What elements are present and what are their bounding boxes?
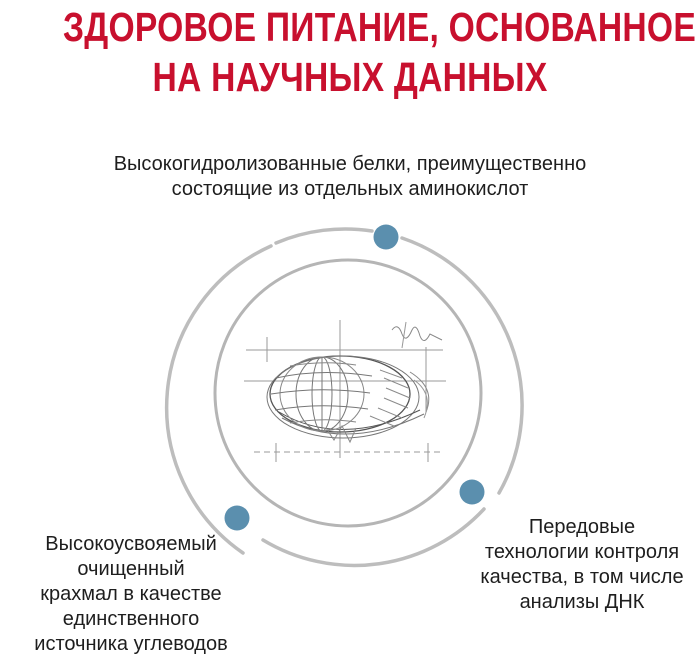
caption-starch-line-2: очищенный (77, 558, 185, 580)
caption-starch-line-3: крахмал в качестве (40, 583, 222, 605)
caption-quality-line-3: качества, в том числе (480, 566, 684, 588)
marker-dot-icon (224, 505, 250, 531)
caption-proteins-line-1: Высокогидролизованные белки, преимуществ… (113, 153, 587, 175)
caption-quality-line-1: Передовые (528, 516, 636, 538)
caption-starch: Высокоусвояемый очищенный крахмал в каче… (12, 532, 250, 657)
caption-proteins-line-2: состоящие из отдельных аминокислот (171, 178, 529, 200)
caption-starch-line-4: единственного (62, 608, 200, 630)
caption-quality-line-2: технологии контроля (484, 541, 680, 563)
caption-quality: Передовые технологии контроля качества, … (464, 515, 700, 615)
headline-line-1: ЗДОРОВОЕ ПИТАНИЕ, ОСНОВАННОЕ (63, 4, 697, 50)
outer-ring-arc-upper (164, 244, 273, 555)
marker-dot-icon (459, 479, 485, 505)
kibble-sketch-icon (244, 320, 446, 462)
caption-quality-line-4: анализы ДНК (519, 591, 645, 613)
page-headline: ЗДОРОВОЕ ПИТАНИЕ, ОСНОВАННОЕ НА НАУЧНЫХ … (63, 2, 697, 102)
outer-ring-arc-bottom (261, 507, 486, 568)
outer-ring-arc-right (400, 236, 524, 495)
headline-line-2: НА НАУЧНЫХ ДАННЫХ (152, 54, 548, 100)
inner-ring (213, 258, 483, 528)
outer-ring-arc-top (274, 227, 374, 245)
caption-starch-line-5: источника углеводов (34, 633, 228, 655)
caption-proteins: Высокогидролизованные белки, преимуществ… (0, 152, 700, 202)
caption-starch-line-1: Высокоусвояемый (45, 533, 217, 555)
marker-dot-icon (373, 224, 399, 250)
